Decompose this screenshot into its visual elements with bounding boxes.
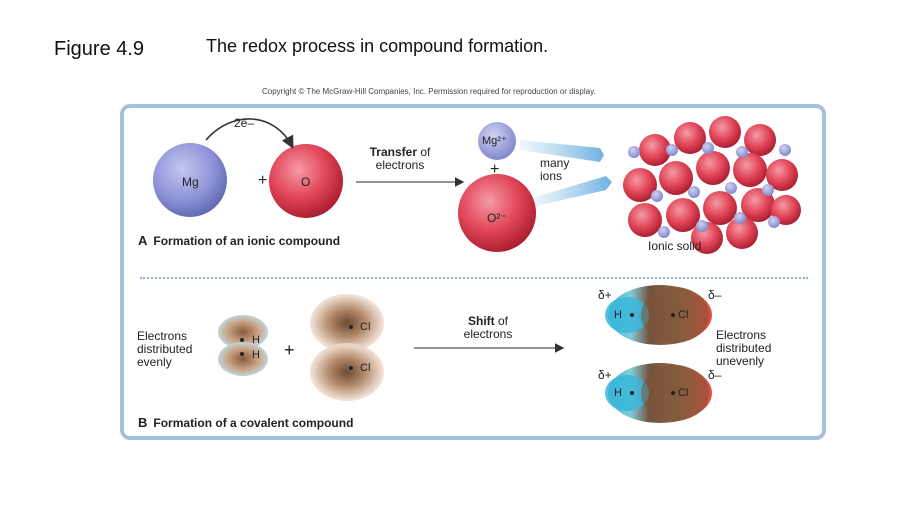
plus-sign-a: + <box>258 172 268 189</box>
electrons-label: 2e– <box>234 116 255 130</box>
delta-minus-bottom: δ– <box>708 368 722 382</box>
o-label: O <box>301 175 311 189</box>
h-label-1: H <box>252 334 260 346</box>
chlorine-molecule <box>310 294 384 401</box>
hcl-molecule-bottom <box>605 363 712 423</box>
hcl-h-label-bottom: H <box>614 387 622 399</box>
transfer-rest: of <box>417 145 431 159</box>
delta-minus-top: δ– <box>708 288 722 302</box>
ionic-solid-lattice <box>623 116 801 254</box>
electron-transfer-arrow <box>205 118 294 149</box>
cl-label-1: Cl <box>360 321 371 333</box>
hydrogen-molecule <box>218 315 268 376</box>
section-divider <box>140 277 808 279</box>
hcl-molecule-top <box>605 285 712 345</box>
magnesium-atom <box>153 143 227 217</box>
copyright-notice: Copyright © The McGraw-Hill Companies, I… <box>262 87 596 96</box>
cl-label-2: Cl <box>360 362 371 374</box>
mg-label: Mg <box>182 175 199 189</box>
shift-rest: of <box>494 314 508 328</box>
many-ions-arrow-top <box>520 140 604 162</box>
h-label-2: H <box>252 349 260 361</box>
shift-line2: electrons <box>463 327 513 341</box>
hcl-cl-label-bottom: Cl <box>678 387 689 399</box>
o-ion-label: O²⁻ <box>487 211 507 225</box>
figure-title: The redox process in compound formation. <box>206 36 549 56</box>
figure-number: Figure 4.9 <box>54 38 145 60</box>
delta-plus-top: δ+ <box>598 288 612 302</box>
hcl-cl-label-top: Cl <box>678 309 689 321</box>
delta-plus-bottom: δ+ <box>598 368 612 382</box>
mg-ion-label: Mg²⁺ <box>482 135 507 147</box>
magnesium-ion <box>478 122 516 160</box>
transfer-line2: electrons <box>375 158 425 172</box>
oxygen-atom <box>269 144 343 218</box>
many-ions-arrow-bottom <box>532 176 612 206</box>
plus-sign-a2: + <box>490 161 500 178</box>
shift-bold: Shift <box>467 314 495 328</box>
transfer-bold: Transfer <box>369 145 417 159</box>
ionic-solid-label: Ionic solid <box>648 239 702 253</box>
hcl-h-label-top: H <box>614 309 622 321</box>
oxide-ion <box>458 174 536 252</box>
plus-sign-b: + <box>284 340 295 360</box>
